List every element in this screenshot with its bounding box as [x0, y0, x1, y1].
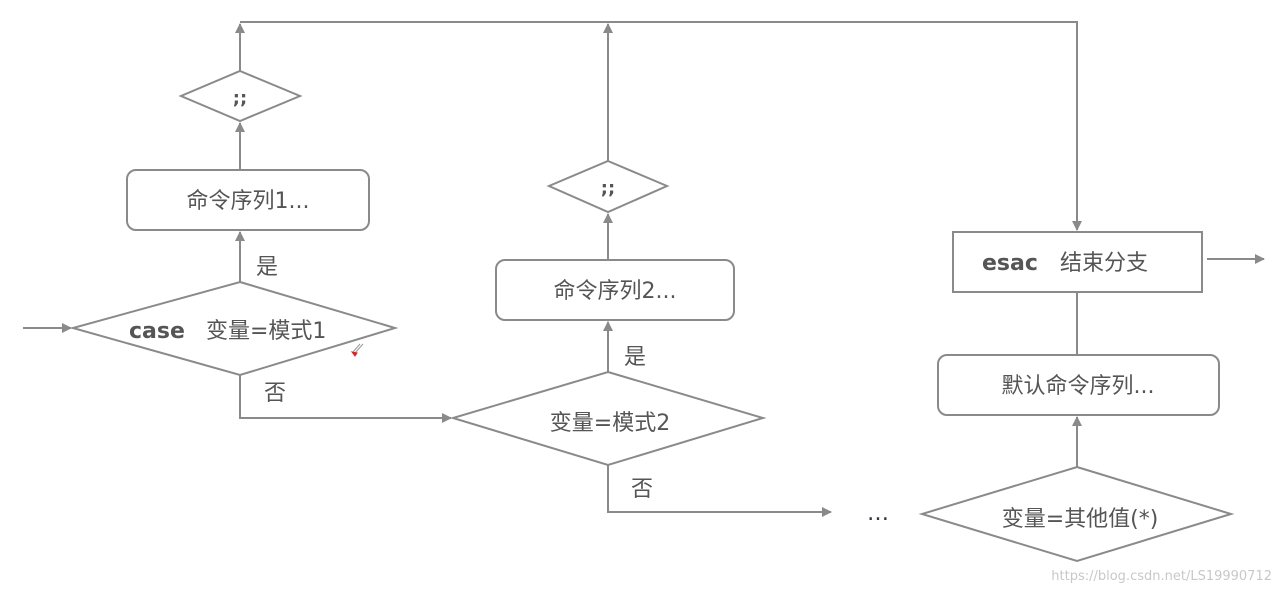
default-cmd-box [937, 354, 1220, 416]
cmd-seq-1-box [126, 169, 370, 231]
condition-2-label: 变量=模式2 [550, 411, 670, 436]
semicolon-diamond-1 [178, 69, 303, 123]
semicolon-diamond-2 [546, 159, 670, 214]
case-diamond [69, 280, 399, 377]
case-keyword: case [129, 319, 185, 344]
semicolon-2-label: ;; [601, 178, 615, 199]
default-condition-label: 变量=其他值(*) [1002, 507, 1159, 532]
default-cmd-label: 默认命令序列... [1002, 374, 1155, 399]
esac-label: 结束分支 [1060, 251, 1148, 276]
watermark: https://blog.csdn.net/LS19990712 [1051, 569, 1272, 584]
yes-label-1: 是 [256, 255, 278, 280]
semicolon-1-label: ;; [233, 88, 247, 109]
esac-keyword: esac [982, 251, 1038, 276]
pen-cursor-icon [350, 343, 364, 357]
default-diamond [918, 465, 1235, 563]
return-line-top [240, 21, 1082, 231]
no-label-2: 否 [631, 477, 653, 502]
no-path-2 [607, 465, 832, 517]
condition-2-diamond [449, 370, 767, 467]
case-condition: 变量=模式1 [206, 319, 326, 344]
ellipsis: … [867, 501, 889, 526]
cmd-seq-2-box [495, 259, 735, 321]
no-path-1 [239, 375, 452, 423]
cmd-seq-1-label: 命令序列1... [187, 189, 310, 214]
cmd-seq-2-label: 命令序列2... [554, 279, 677, 304]
yes-label-2: 是 [624, 345, 646, 370]
esac-box [952, 231, 1203, 293]
no-label-1: 否 [264, 381, 286, 406]
